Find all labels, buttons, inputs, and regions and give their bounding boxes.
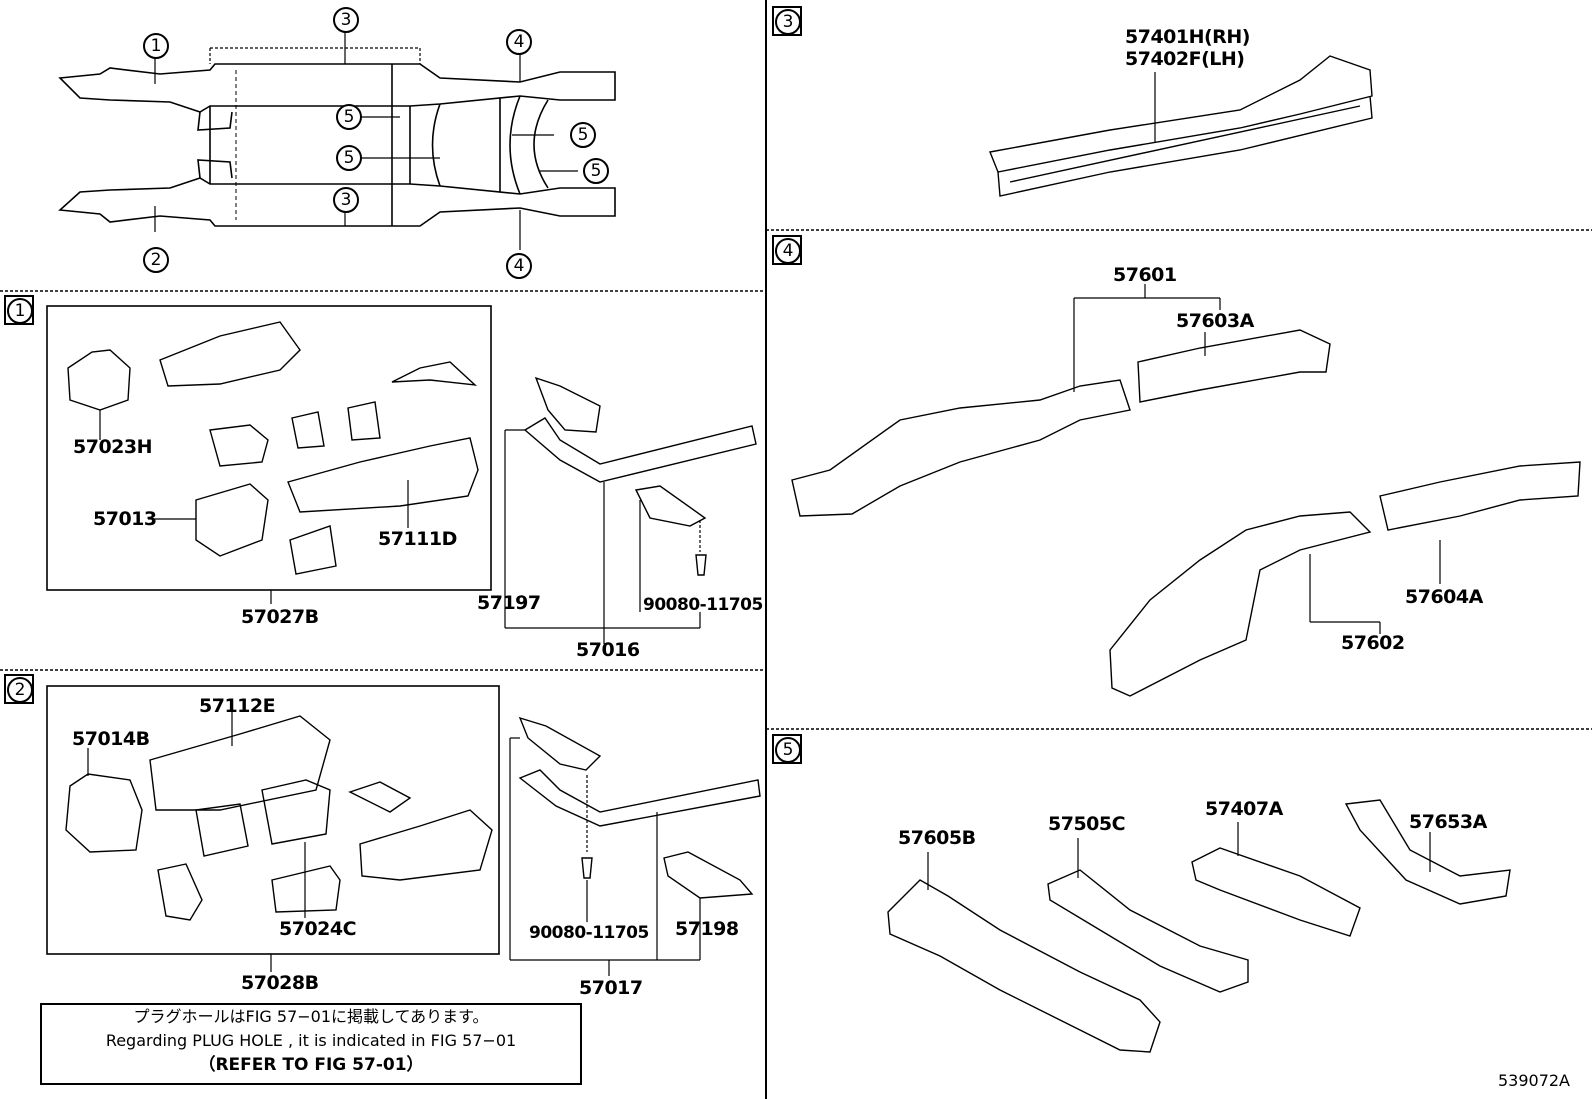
sec1-parts bbox=[67, 321, 757, 576]
part-label-57601: 57601 bbox=[1113, 264, 1177, 286]
section-3-marker: 3 bbox=[772, 6, 802, 36]
sec1-leaders bbox=[99, 410, 701, 644]
part-label-57013: 57013 bbox=[93, 508, 157, 530]
chassis-overview bbox=[58, 63, 616, 227]
part-label-57605b: 57605B bbox=[898, 827, 976, 849]
sec1-group-box bbox=[46, 305, 492, 591]
plug-hole-note: プラグホールはFIG 57−01に掲載してあります。 Regarding PLU… bbox=[40, 1003, 582, 1085]
sec5-parts bbox=[887, 799, 1511, 1053]
overview-callout-5-a: 5 bbox=[336, 104, 362, 130]
note-line-japanese: プラグホールはFIG 57−01に掲載してあります。 bbox=[133, 1007, 489, 1026]
overview-callout-5-d: 5 bbox=[583, 158, 609, 184]
overview-callout-4-top: 4 bbox=[506, 29, 532, 55]
overview-callout-4-bottom: 4 bbox=[506, 253, 532, 279]
overview-callout-3-top: 3 bbox=[333, 7, 359, 33]
sec4-leaders bbox=[1073, 284, 1441, 634]
part-label-57653a: 57653A bbox=[1409, 811, 1487, 833]
overview-callout-2: 2 bbox=[143, 247, 169, 273]
sec4-parts bbox=[791, 329, 1581, 697]
part-label-57505c: 57505C bbox=[1048, 813, 1126, 835]
part-label-57023h: 57023H bbox=[73, 436, 153, 458]
section-1-marker: 1 bbox=[4, 295, 34, 325]
note-line-refer: （REFER TO FIG 57-01） bbox=[198, 1055, 424, 1075]
overview-callout-5-c: 5 bbox=[570, 122, 596, 148]
figure-number: 539072A bbox=[1497, 1071, 1570, 1090]
part-label-57603a: 57603A bbox=[1176, 310, 1254, 332]
part-label-90080-11705-sec2: 90080-11705 bbox=[529, 923, 649, 943]
sec2-parts bbox=[65, 715, 761, 921]
part-label-57028b: 57028B bbox=[241, 972, 319, 994]
overview-leaders bbox=[154, 30, 578, 250]
part-label-57112e: 57112E bbox=[199, 695, 276, 717]
part-label-57407a: 57407A bbox=[1205, 798, 1283, 820]
part-label-57401h-rh: 57401H(RH) bbox=[1125, 26, 1250, 48]
part-label-57111d: 57111D bbox=[378, 528, 457, 550]
part-label-57197: 57197 bbox=[477, 592, 541, 614]
sec2-group-box bbox=[46, 685, 500, 955]
note-line-english: Regarding PLUG HOLE , it is indicated in… bbox=[105, 1031, 517, 1050]
part-label-57402f-lh: 57402F(LH) bbox=[1125, 48, 1245, 70]
part-label-57017: 57017 bbox=[579, 977, 643, 999]
sec5-leaders bbox=[927, 822, 1431, 890]
overview-callout-3-bottom: 3 bbox=[333, 187, 359, 213]
part-label-90080-11705-sec1: 90080-11705 bbox=[643, 595, 763, 615]
part-label-57024c: 57024C bbox=[279, 918, 357, 940]
section-5-marker: 5 bbox=[772, 734, 802, 764]
sec3-parts bbox=[989, 55, 1373, 197]
part-label-57602: 57602 bbox=[1341, 632, 1405, 654]
part-label-57604a: 57604A bbox=[1405, 586, 1483, 608]
part-label-57016: 57016 bbox=[576, 639, 640, 661]
part-label-57014b: 57014B bbox=[72, 728, 150, 750]
section-2-marker: 2 bbox=[4, 674, 34, 704]
part-label-57198: 57198 bbox=[675, 918, 739, 940]
section-4-marker: 4 bbox=[772, 235, 802, 265]
overview-callout-5-b: 5 bbox=[336, 145, 362, 171]
part-label-57027b: 57027B bbox=[241, 606, 319, 628]
sec2-leaders bbox=[87, 712, 701, 976]
overview-callout-1: 1 bbox=[143, 33, 169, 59]
